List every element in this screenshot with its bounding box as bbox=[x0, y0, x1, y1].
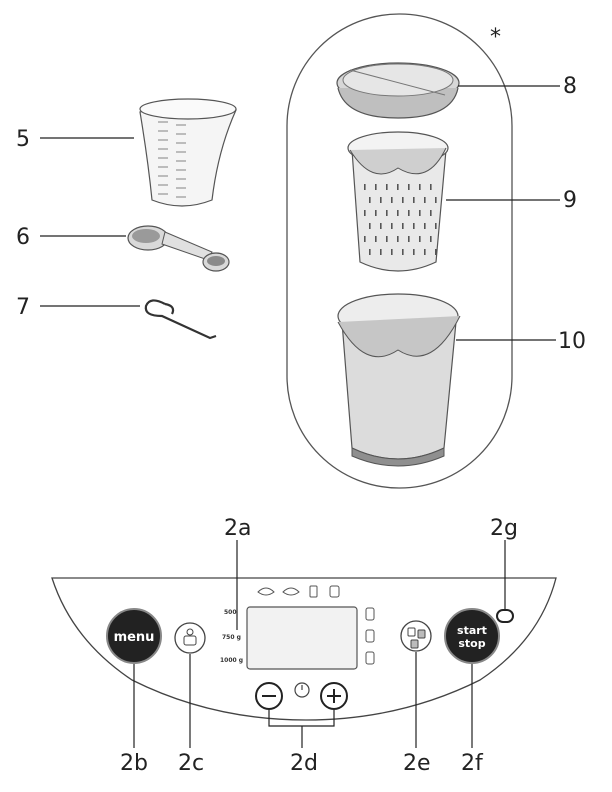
lid-illustration bbox=[336, 62, 460, 119]
basket-hole bbox=[424, 249, 426, 255]
basket-hole bbox=[391, 249, 393, 255]
weight-label-1000: 1000 g bbox=[220, 657, 243, 664]
basket-hole bbox=[424, 223, 426, 229]
basket-hole bbox=[435, 197, 437, 203]
program-button[interactable] bbox=[400, 620, 432, 652]
basket-hole bbox=[419, 236, 421, 242]
optional-accessories-outline bbox=[286, 13, 513, 489]
weight-button[interactable] bbox=[174, 622, 206, 654]
callout-2g: 2g bbox=[490, 516, 518, 541]
mini-bowl-icon bbox=[365, 629, 375, 643]
program-icons-row bbox=[257, 585, 340, 598]
basket-hole bbox=[375, 236, 377, 242]
basket-hole bbox=[435, 223, 437, 229]
basket-hole bbox=[386, 184, 388, 190]
jug-icon bbox=[257, 587, 275, 596]
basket-hole bbox=[413, 223, 415, 229]
callout-6: 6 bbox=[16, 225, 30, 250]
bowl-icon bbox=[282, 587, 300, 596]
callout-2f: 2f bbox=[461, 751, 484, 776]
callout-2b: 2b bbox=[120, 751, 148, 776]
callout-2e: 2e bbox=[403, 751, 431, 776]
basket-hole bbox=[402, 197, 404, 203]
minus-button[interactable] bbox=[255, 682, 283, 710]
basket-hole bbox=[364, 236, 366, 242]
basket-hole bbox=[375, 210, 377, 216]
basket-hole bbox=[408, 184, 410, 190]
bin-icon bbox=[309, 585, 318, 598]
weight-label-750: 750 g bbox=[222, 634, 241, 641]
basket-hole bbox=[402, 223, 404, 229]
callout-8: 8 bbox=[563, 74, 577, 99]
basket-hole bbox=[413, 249, 415, 255]
basket-hole bbox=[364, 210, 366, 216]
basket-hole bbox=[408, 236, 410, 242]
basket-hole bbox=[430, 184, 432, 190]
basket-hole bbox=[364, 184, 366, 190]
mini-basket-icon bbox=[365, 651, 375, 665]
callout-2d: 2d bbox=[290, 751, 318, 776]
basket-hole bbox=[391, 223, 393, 229]
basket-hole bbox=[424, 197, 426, 203]
callout-9: 9 bbox=[563, 188, 577, 213]
basket-hole bbox=[380, 249, 382, 255]
menu-button-label: menu bbox=[114, 630, 155, 645]
basket-hole bbox=[380, 223, 382, 229]
menu-button[interactable]: menu bbox=[106, 608, 162, 664]
basket-hole bbox=[419, 210, 421, 216]
stop-label: stop bbox=[458, 637, 485, 650]
steam-basket-illustration bbox=[347, 131, 449, 272]
basket-hole bbox=[369, 223, 371, 229]
bowl-illustration bbox=[337, 293, 461, 467]
basket-hole bbox=[391, 197, 393, 203]
display-side-icons bbox=[365, 607, 375, 665]
display-screen bbox=[246, 606, 358, 670]
measuring-cup-illustration bbox=[139, 98, 237, 207]
basket-hole bbox=[408, 210, 410, 216]
start-stop-button[interactable]: start stop bbox=[444, 608, 500, 664]
hook-illustration bbox=[144, 299, 217, 340]
basket-hole bbox=[397, 236, 399, 242]
callout-5: 5 bbox=[16, 127, 30, 152]
basket-hole bbox=[386, 236, 388, 242]
start-label: start bbox=[457, 624, 487, 637]
dish-icon bbox=[407, 627, 416, 637]
basket-hole bbox=[430, 236, 432, 242]
plus-button[interactable] bbox=[320, 682, 348, 710]
callout-2a: 2a bbox=[224, 516, 251, 541]
timer-icon bbox=[294, 682, 310, 698]
basket-hole bbox=[402, 249, 404, 255]
basket-hole bbox=[369, 249, 371, 255]
callout-7: 7 bbox=[16, 295, 30, 320]
basket-hole bbox=[413, 197, 415, 203]
scale-icon bbox=[183, 635, 197, 646]
basket-hole bbox=[397, 184, 399, 190]
asterisk-mark: * bbox=[490, 25, 501, 50]
basket-hole bbox=[435, 249, 437, 255]
basket-hole bbox=[419, 184, 421, 190]
callout-10: 10 bbox=[558, 329, 586, 354]
basket-hole bbox=[386, 210, 388, 216]
basket-hole bbox=[430, 210, 432, 216]
callout-2c: 2c bbox=[178, 751, 204, 776]
basket-icon bbox=[329, 585, 340, 598]
weight-label-500: 500 bbox=[224, 609, 237, 616]
measuring-spoon-illustration bbox=[127, 225, 230, 272]
basket-hole bbox=[369, 197, 371, 203]
mini-jug-icon bbox=[365, 607, 375, 621]
indicator-light bbox=[496, 609, 514, 623]
basket-hole bbox=[380, 197, 382, 203]
basket-hole bbox=[375, 184, 377, 190]
basket-hole bbox=[397, 210, 399, 216]
